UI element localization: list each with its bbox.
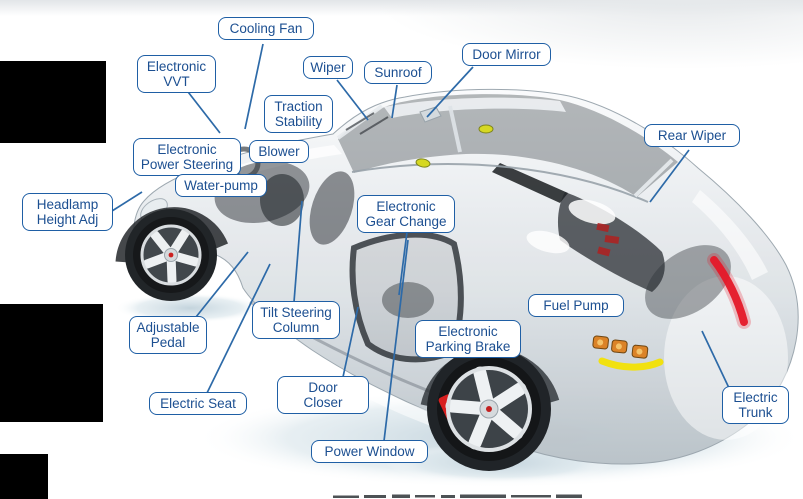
leader-power-window [383,239,409,442]
leader-cooling-fan [244,43,264,130]
label-blower: Blower [249,140,309,163]
leader-door-mirror [426,66,474,118]
label-adjustable-pedal: Adjustable Pedal [129,316,207,354]
leader-wiper [336,79,369,121]
label-wiper: Wiper [303,56,353,79]
label-fuel-pump: Fuel Pump [528,294,624,317]
label-door-closer: Door Closer [277,376,369,414]
leader-electric-trunk [701,330,730,389]
label-electronic-gear-change: Electronic Gear Change [357,195,455,233]
leader-rear-wiper [649,149,690,203]
cropped-caption-fragment [333,494,582,498]
windshield-wipers [345,112,389,135]
label-electric-seat: Electric Seat [149,392,247,415]
label-water-pump: Water-pump [175,174,267,197]
label-electronic-parking-brake: Electronic Parking Brake [415,320,521,358]
redaction-box-middle [0,304,103,422]
door-mirror-shape [419,106,442,123]
leader-sunroof [391,84,398,119]
label-traction-stability: Traction Stability [264,95,333,133]
amber-indicators [592,335,649,359]
label-rear-wiper: Rear Wiper [644,124,740,147]
leader-headlamp-height-adj [111,191,143,212]
leader-door-closer [342,306,359,378]
redaction-box-top [0,61,106,143]
label-electric-trunk: Electric Trunk [722,386,789,424]
label-headlamp-height-adj: Headlamp Height Adj [22,193,113,231]
sunroof-shade [492,163,568,203]
rear-wheel [427,347,551,471]
label-electronic-vvt: Electronic VVT [137,55,216,93]
label-sunroof: Sunroof [364,61,432,84]
leader-electronic-gear-change [398,231,408,296]
front-wheel [125,209,217,301]
label-door-mirror: Door Mirror [462,43,551,66]
yellow-accent [598,357,664,371]
label-power-window: Power Window [311,440,428,463]
label-tilt-steering-column: Tilt Steering Column [252,301,340,339]
leader-electronic-vvt [184,87,221,134]
leader-adjustable-pedal [195,251,249,318]
label-electronic-power-steering: Electronic Power Steering [133,138,241,176]
leader-electric-seat [206,263,271,394]
greenhouse-glass [338,94,678,197]
rear-red-frame [596,222,620,257]
redaction-box-bottom [0,454,48,499]
label-cooling-fan: Cooling Fan [218,17,314,40]
leader-tilt-steering-column [293,200,303,303]
